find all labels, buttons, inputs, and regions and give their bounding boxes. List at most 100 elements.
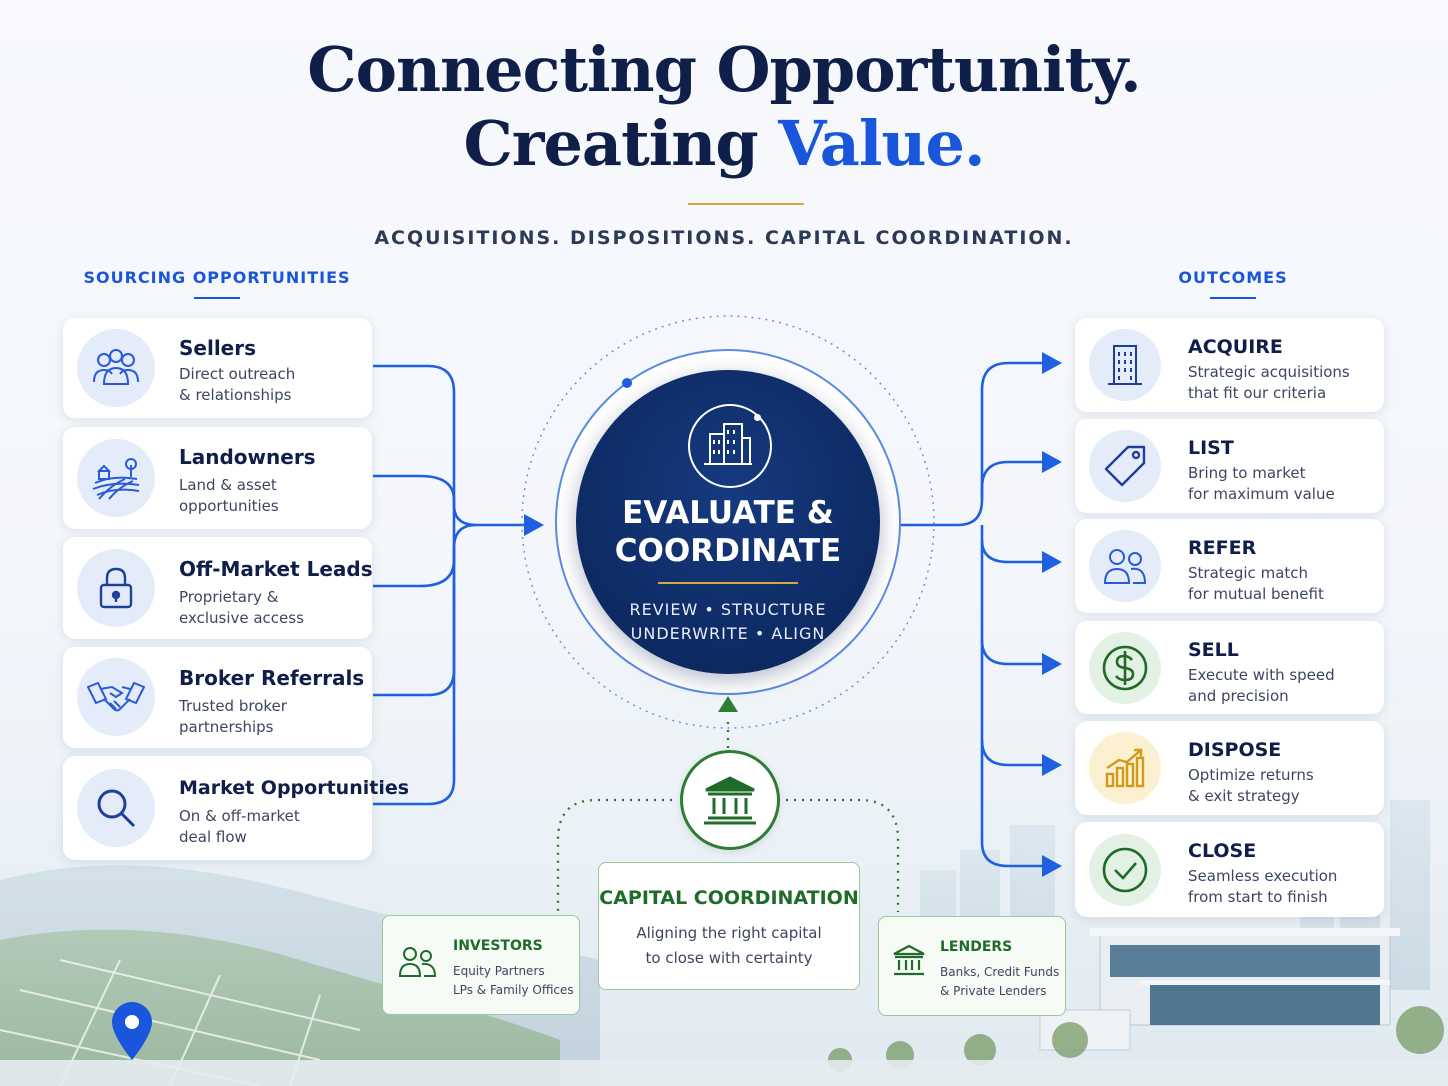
- growth-chart-icon: [1089, 732, 1161, 804]
- source-card-market-opportunities[interactable]: Market Opportunities On & off-market deal…: [63, 756, 409, 860]
- capital-coordination-box[interactable]: CAPITAL COORDINATION Aligning the right …: [598, 862, 860, 990]
- source-desc-line: partnerships: [179, 718, 274, 736]
- investors-desc-line: Equity Partners: [453, 964, 545, 978]
- outcome-title: ACQUIRE: [1188, 336, 1283, 358]
- investors-desc-line: LPs & Family Offices: [453, 983, 574, 997]
- source-desc: Direct outreach& relationships: [179, 364, 369, 406]
- headline-line-2: Creating Value.: [0, 108, 1448, 180]
- hub-orbit-dot: [754, 414, 761, 421]
- dollar-icon: [1089, 632, 1161, 704]
- source-desc-line: Land & asset: [179, 476, 277, 494]
- outcome-title: DISPOSE: [1188, 739, 1282, 761]
- capital-desc: Aligning the right capital to close with…: [599, 921, 859, 971]
- source-card-broker-referrals[interactable]: Broker Referrals Trusted broker partnersh…: [63, 647, 372, 748]
- outcome-desc-line: Strategic match: [1188, 564, 1309, 582]
- lenders-desc-line: & Private Lenders: [940, 984, 1047, 998]
- hub-title-line-2: COORDINATE: [614, 533, 842, 569]
- evaluate-coordinate-hub[interactable]: EVALUATE & COORDINATE REVIEW • STRUCTURE…: [576, 370, 880, 674]
- source-desc-line: On & off-market: [179, 807, 300, 825]
- source-desc-line: deal flow: [179, 828, 247, 846]
- lenders-desc: Banks, Credit Funds & Private Lenders: [940, 963, 1059, 1001]
- outcome-desc-line: for mutual benefit: [1188, 585, 1324, 603]
- people-icon: [77, 329, 155, 407]
- source-title: Sellers: [179, 336, 257, 360]
- outcome-desc-line: Seamless execution: [1188, 867, 1338, 885]
- outcome-card-refer[interactable]: REFER Strategic match for mutual benefit: [1075, 519, 1384, 613]
- outcome-title: REFER: [1188, 537, 1257, 559]
- outcome-title: CLOSE: [1188, 840, 1257, 862]
- check-icon: [1089, 834, 1161, 906]
- lock-icon: [77, 549, 155, 627]
- source-desc: Proprietary & exclusive access: [179, 587, 369, 629]
- source-card-sellers[interactable]: Sellers Direct outreach& relationships: [63, 318, 372, 418]
- hub-sub-line-1: REVIEW • STRUCTURE: [629, 600, 827, 619]
- capital-title: CAPITAL COORDINATION: [599, 887, 859, 909]
- lenders-title: LENDERS: [940, 939, 1013, 955]
- map-pin-icon: [112, 1002, 152, 1060]
- sourcing-heading-underline: [194, 297, 240, 299]
- lenders-desc-line: Banks, Credit Funds: [940, 965, 1060, 979]
- lenders-box[interactable]: LENDERS Banks, Credit Funds & Private Le…: [878, 916, 1066, 1016]
- source-card-landowners[interactable]: Landowners Land & asset opportunities: [63, 427, 372, 529]
- hub-building-icon: [688, 404, 772, 488]
- source-title: Off-Market Leads: [179, 557, 373, 581]
- source-desc-line: opportunities: [179, 497, 279, 515]
- source-desc-line: exclusive access: [179, 609, 304, 627]
- capital-desc-line: to close with certainty: [645, 949, 813, 967]
- people-icon: [1089, 530, 1161, 602]
- hub-title-line-1: EVALUATE &: [622, 495, 834, 531]
- hub-sub-line-2: UNDERWRITE • ALIGN: [630, 624, 826, 643]
- source-desc-line: & relationships: [179, 386, 292, 404]
- outcome-title: LIST: [1188, 437, 1234, 459]
- source-title: Market Opportunities: [179, 777, 410, 799]
- hub-divider: [658, 582, 798, 584]
- source-title: Broker Referrals: [179, 666, 365, 690]
- sourcing-heading: SOURCING OPPORTUNITIES: [62, 268, 372, 299]
- outcome-desc-line: and precision: [1188, 687, 1289, 705]
- outcome-desc: Optimize returns & exit strategy: [1188, 765, 1378, 807]
- headline-line-1: Connecting Opportunity.: [307, 33, 1141, 106]
- outcome-desc: Execute with speed and precision: [1188, 665, 1378, 707]
- building-icon: [1089, 329, 1161, 401]
- source-desc-line: Proprietary &: [179, 588, 279, 606]
- outcomes-heading-underline: [1210, 297, 1256, 299]
- source-desc: Trusted broker partnerships: [179, 696, 369, 738]
- source-desc: Land & asset opportunities: [179, 475, 369, 517]
- outcome-desc-line: from start to finish: [1188, 888, 1328, 906]
- outcome-desc-line: & exit strategy: [1188, 787, 1300, 805]
- title-divider: [688, 203, 804, 205]
- headline-accent: Value.: [778, 107, 985, 180]
- capital-desc-line: Aligning the right capital: [636, 924, 822, 942]
- investors-desc: Equity Partners LPs & Family Offices: [453, 962, 574, 1000]
- tagline: ACQUISITIONS. DISPOSITIONS. CAPITAL COOR…: [374, 227, 1074, 249]
- outcome-card-dispose[interactable]: DISPOSE Optimize returns & exit strategy: [1075, 721, 1384, 815]
- outcome-desc-line: Execute with speed: [1188, 666, 1335, 684]
- lenders-icon: [891, 943, 927, 983]
- outcome-desc-line: Optimize returns: [1188, 766, 1314, 784]
- magnifier-icon: [77, 769, 155, 847]
- investors-title: INVESTORS: [453, 938, 543, 954]
- outcomes-heading-text: OUTCOMES: [1178, 268, 1288, 287]
- source-desc: On & off-market deal flow: [179, 806, 369, 848]
- outcome-desc: Seamless execution from start to finish: [1188, 866, 1378, 908]
- outcome-card-close[interactable]: CLOSE Seamless execution from start to fi…: [1075, 822, 1384, 917]
- handshake-icon: [77, 658, 155, 736]
- price-tag-icon: [1089, 430, 1161, 502]
- source-desc-line: Trusted broker: [179, 697, 287, 715]
- source-card-off-market-leads[interactable]: Off-Market Leads Proprietary & exclusive …: [63, 537, 373, 639]
- bank-icon: [680, 750, 780, 850]
- sourcing-heading-text: SOURCING OPPORTUNITIES: [83, 268, 351, 287]
- investors-icon: [397, 944, 439, 984]
- farmland-icon: [77, 439, 155, 517]
- source-title: Landowners: [179, 445, 316, 469]
- outcome-desc-line: Strategic acquisitions: [1188, 363, 1350, 381]
- outcomes-heading: OUTCOMES: [1140, 268, 1326, 299]
- outcome-desc-line: Bring to market: [1188, 464, 1306, 482]
- investors-box[interactable]: INVESTORS Equity Partners LPs & Family O…: [382, 915, 580, 1015]
- outcome-desc: Strategic match for mutual benefit: [1188, 563, 1378, 605]
